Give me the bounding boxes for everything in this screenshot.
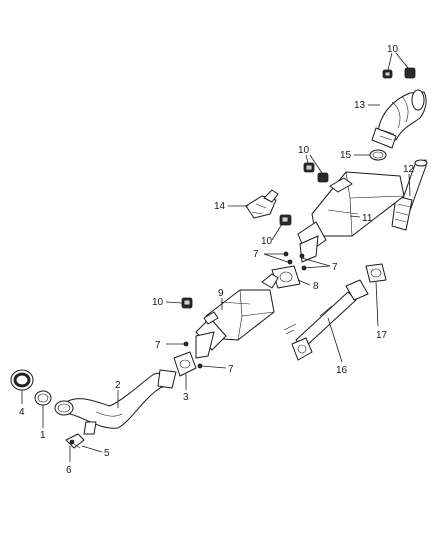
callout-7-lower-right: 7: [228, 364, 234, 375]
callout-6: 6: [66, 465, 72, 476]
part-4-clamp: [10, 369, 34, 391]
part-7-bolts-upper: [283, 251, 307, 271]
callout-16: 16: [336, 365, 348, 376]
part-17-gasket: [365, 263, 387, 283]
part-1-gasket: [34, 390, 52, 406]
callout-9: 9: [218, 288, 224, 299]
callout-13: 13: [354, 100, 366, 111]
callout-8: 8: [313, 281, 319, 292]
part-13-tailpipe: [371, 89, 427, 149]
callout-10-middle: 10: [298, 145, 310, 156]
part-16-pipe: [283, 279, 369, 361]
leader-lines: [21, 52, 411, 462]
part-10-clamp-nuts-top: [382, 67, 416, 79]
callout-10-center: 10: [261, 236, 273, 247]
callout-4: 4: [19, 407, 25, 418]
part-15-gasket: [369, 149, 387, 161]
part-11-catalyst: [297, 171, 405, 263]
callout-14: 14: [214, 201, 226, 212]
callout-7-upper-left: 7: [253, 249, 259, 260]
callout-15: 15: [340, 150, 352, 161]
part-5-bracket: [65, 433, 85, 449]
callout-10-left: 10: [152, 297, 164, 308]
callout-12: 12: [403, 164, 415, 175]
part-10-nuts-middle: [303, 162, 329, 183]
callout-11: 11: [362, 213, 373, 224]
part-2-downpipe: [54, 369, 177, 435]
callout-7-upper-right: 7: [332, 262, 338, 273]
part-10-nut-center: [279, 214, 292, 226]
callout-1: 1: [40, 430, 46, 441]
callout-3: 3: [183, 392, 189, 403]
part-10-nut-left: [181, 297, 193, 309]
callout-10-top: 10: [387, 44, 399, 55]
part-14-bracket: [245, 189, 279, 219]
callout-17: 17: [376, 330, 388, 341]
part-9-dpf: [195, 273, 279, 359]
part-12-pipe: [391, 159, 428, 231]
callout-5: 5: [104, 448, 110, 459]
callout-2: 2: [115, 380, 121, 391]
callout-7-lower-left: 7: [155, 340, 161, 351]
part-3-gasket: [173, 351, 197, 377]
